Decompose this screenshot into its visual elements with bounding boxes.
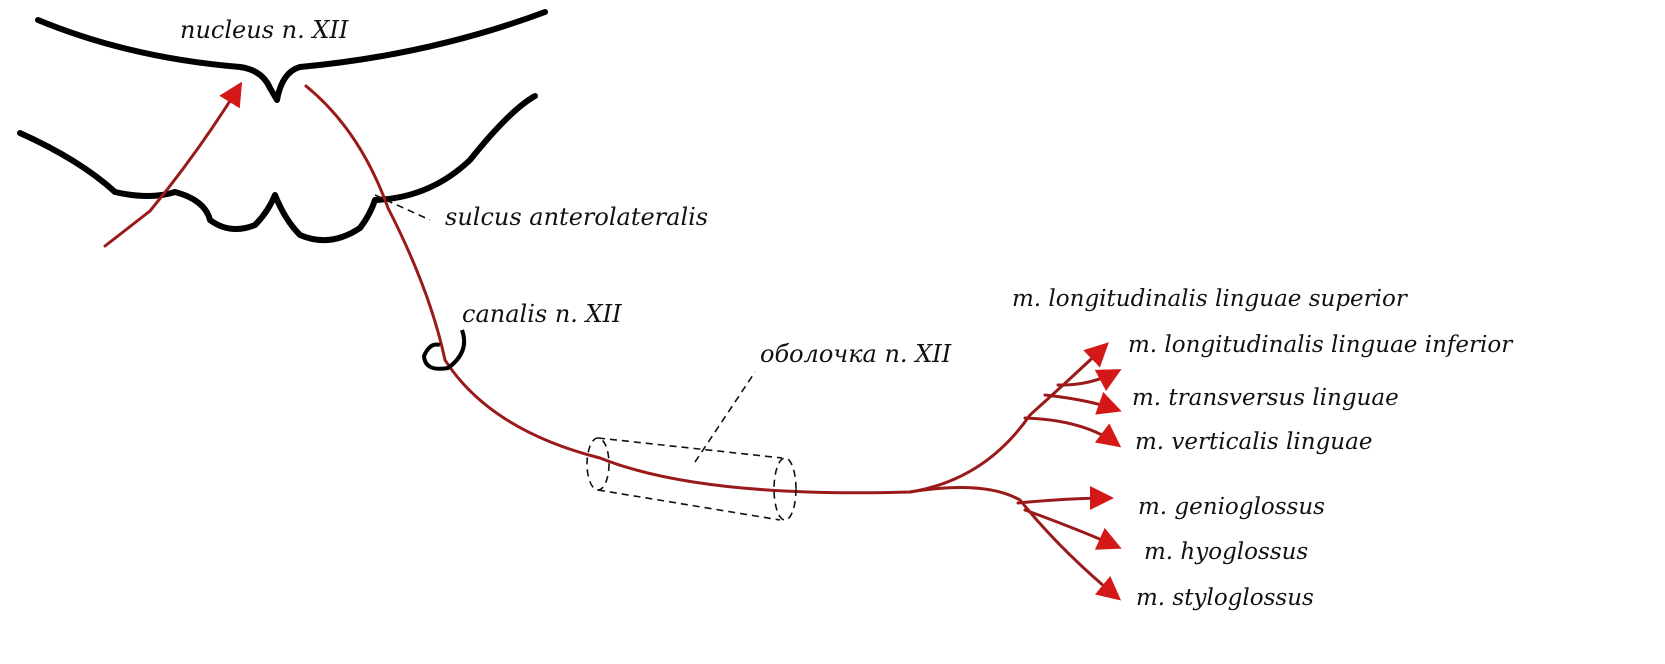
sulcus-label: sulcus anterolateralis (445, 203, 708, 231)
muscle-label: m. transversus linguae (1132, 385, 1399, 411)
branch-transversus (1045, 395, 1118, 410)
muscle-label: m. styloglossus (1136, 585, 1314, 611)
nucleus-label: nucleus n. XII (180, 16, 349, 44)
nerve-sheath-cylinder (587, 438, 796, 520)
muscle-label: m. longitudinalis linguae superior (1012, 286, 1409, 312)
sheath-label: оболочка n. XII (760, 340, 952, 368)
branch-verticalis (1025, 418, 1118, 445)
branch-hyoglossus (1025, 510, 1118, 547)
muscle-label: m. longitudinalis linguae inferior (1128, 332, 1514, 358)
muscle-label: m. verticalis linguae (1135, 429, 1372, 455)
canalis-label: canalis n. XII (462, 300, 622, 328)
branch-lower-trunk (910, 488, 1118, 599)
nerve-root-left (105, 85, 240, 246)
sheath-leader-line (695, 372, 755, 462)
muscle-label: m. hyoglossus (1144, 539, 1308, 565)
muscle-label: m. genioglossus (1138, 494, 1325, 520)
nerve-trunk (306, 86, 1106, 493)
branch-genioglossus (1018, 498, 1110, 503)
